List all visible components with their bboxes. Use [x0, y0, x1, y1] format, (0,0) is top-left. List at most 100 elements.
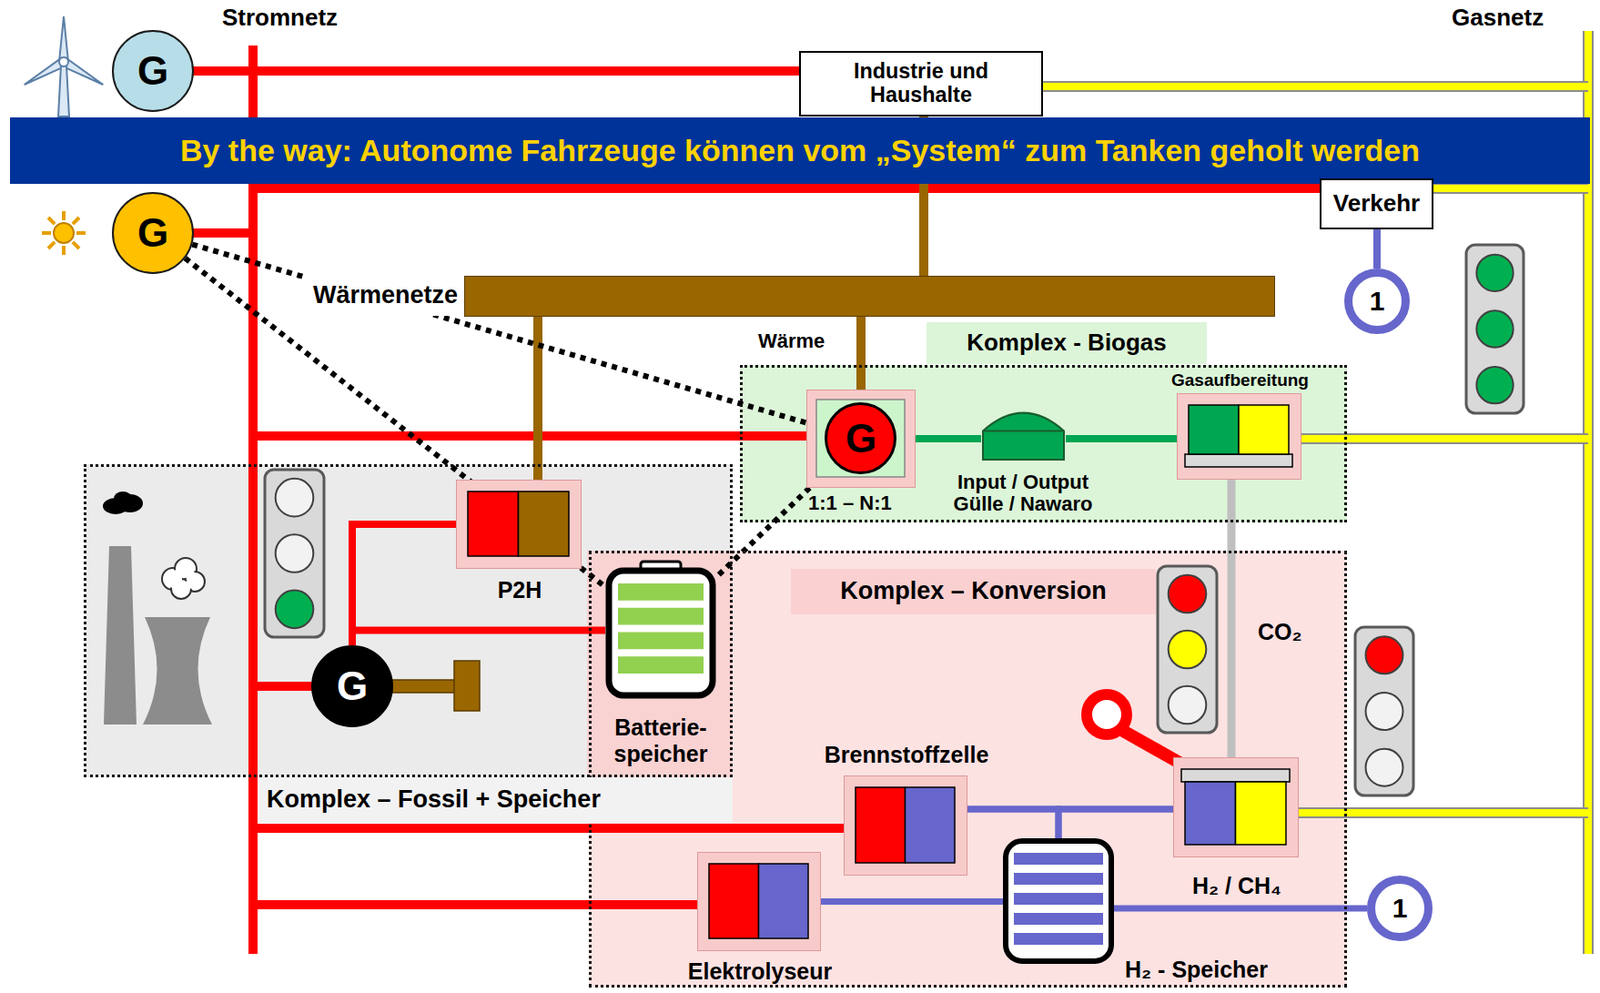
node-label: Batterie- speicher	[597, 714, 724, 768]
unit-half	[708, 863, 760, 939]
gas-treatment-box: Gasaufbereitung	[1176, 393, 1302, 480]
traffic-light-lamp	[1476, 310, 1513, 347]
generator-circle: G	[111, 192, 194, 274]
node-label: Elektrolyseur	[688, 958, 832, 985]
text-frame: Verkehr	[1321, 180, 1432, 228]
component-graphic	[456, 480, 580, 568]
electrolyser-box: Elektrolyseur	[697, 851, 821, 952]
pipe-bar	[1184, 454, 1293, 467]
traffic-light-lamp	[1366, 636, 1404, 674]
traffic-light	[1466, 244, 1524, 414]
inner-square	[816, 399, 905, 477]
traffic-light-lamp	[1476, 254, 1513, 292]
cooling-tower	[142, 617, 213, 725]
gas-line-outline	[1287, 807, 1589, 819]
text-frame: G	[807, 390, 915, 487]
unit-half	[855, 787, 906, 863]
node-label: Input / Output Gülle / Nawaro	[931, 471, 1114, 516]
power-line	[253, 900, 710, 910]
region-heading: Komplex – Fossil + Speicher	[266, 785, 601, 814]
traffic-light	[1157, 566, 1217, 733]
node-label: G	[336, 663, 368, 710]
component-graphic	[1177, 394, 1300, 478]
battery-bar	[617, 607, 704, 626]
annotation: CO₂	[1257, 618, 1303, 646]
battery-storage: Batterie- speicher	[605, 561, 717, 699]
smoke-cloud	[113, 491, 132, 507]
power-line	[253, 66, 820, 76]
pipe-connector	[1113, 905, 1368, 912]
digester-dome: Input / Output Gülle / Nawaro	[981, 405, 1066, 462]
battery-bar	[617, 656, 704, 674]
consumer-box: Verkehr	[1319, 178, 1434, 230]
text-frame: Komplex – Fossil + Speicher	[259, 777, 733, 823]
callout-ring: 1	[1367, 875, 1433, 942]
pipe-bar	[1181, 769, 1290, 782]
traffic-light-lamp	[1168, 686, 1207, 725]
traffic-light-lamp	[275, 590, 314, 629]
dome-rim	[982, 429, 1064, 432]
node-label: Brennstoffzelle	[824, 741, 990, 769]
unit-half	[1184, 781, 1236, 845]
text-frame: 1	[1375, 883, 1425, 933]
grid-title: Gasnetz	[1451, 3, 1544, 32]
hydrogen-tank: H₂ - Speicher	[1002, 838, 1114, 964]
battery-bar	[617, 583, 704, 601]
power-line	[253, 183, 1329, 193]
traffic-light	[264, 469, 325, 638]
turbine-hub	[59, 57, 69, 67]
unit-half	[905, 787, 956, 863]
battery-patch	[587, 550, 733, 778]
turbine-tower	[58, 65, 70, 117]
text-frame: Input / Output Gülle / Nawaro	[931, 471, 1114, 516]
unit-half	[1188, 405, 1239, 455]
sun-ray	[48, 217, 55, 224]
unit-half	[467, 491, 519, 557]
text-frame: H₂ - Speicher	[1124, 954, 1317, 984]
pipe-connector	[856, 316, 866, 390]
tank-body	[1005, 840, 1112, 962]
fuel-cell-box: Brennstoffzelle	[843, 775, 968, 876]
pipe-connector	[1065, 435, 1177, 443]
gas-line	[1292, 435, 1589, 443]
text-frame: G	[113, 31, 193, 111]
traffic-light-lamp	[1168, 575, 1207, 614]
complex-region: Komplex – KonversionBrennstoffzelleH₂ / …	[588, 550, 1347, 988]
tank-stripe	[1013, 892, 1104, 905]
unit-half	[1238, 405, 1289, 455]
traffic-light	[1355, 627, 1414, 796]
chimney	[103, 546, 137, 725]
heat-grid-bar: Wärmenetze	[464, 275, 1276, 317]
dome-shape	[982, 413, 1064, 460]
node-label: G	[137, 48, 169, 95]
annotation: Wärme	[758, 329, 825, 354]
gas-line-outline	[1019, 81, 1589, 92]
pipe-connector	[533, 316, 543, 480]
battery-bar	[617, 632, 704, 650]
unit-half	[518, 491, 570, 557]
pipe-connector	[1373, 229, 1381, 269]
generator-shaft	[391, 679, 456, 693]
text-frame: Gasaufbereitung	[1139, 370, 1341, 391]
text-frame: Komplex – Konversion	[790, 568, 1156, 615]
node-label: G	[137, 210, 169, 257]
banner: By the way: Autonome Fahrzeuge können vo…	[10, 117, 1590, 184]
gas-line-outline	[1292, 433, 1589, 445]
text-frame: Wärmenetze	[304, 274, 458, 316]
sun	[53, 222, 74, 244]
consumer-box: Industrie und Haushalte	[799, 50, 1044, 117]
text-frame: By the way: Autonome Fahrzeuge können vo…	[10, 117, 1590, 184]
traffic-light-lamp	[1476, 366, 1513, 404]
gas-line-outline	[1424, 182, 1589, 194]
generator-disc	[826, 404, 896, 474]
sun-ray	[72, 217, 80, 224]
turbine-blade	[59, 16, 69, 62]
callout-ring: 1	[1344, 268, 1410, 335]
complex-region: Komplex – Fossil + SpeicherP2HGBatterie-…	[83, 464, 733, 778]
sun-ray	[61, 211, 66, 221]
pipe-connector	[1058, 809, 1174, 839]
text-frame: Batterie- speicher	[597, 712, 724, 770]
region-fill	[739, 364, 1347, 523]
grid-title: Stromnetz	[222, 3, 338, 32]
generator-box: G	[806, 389, 916, 488]
